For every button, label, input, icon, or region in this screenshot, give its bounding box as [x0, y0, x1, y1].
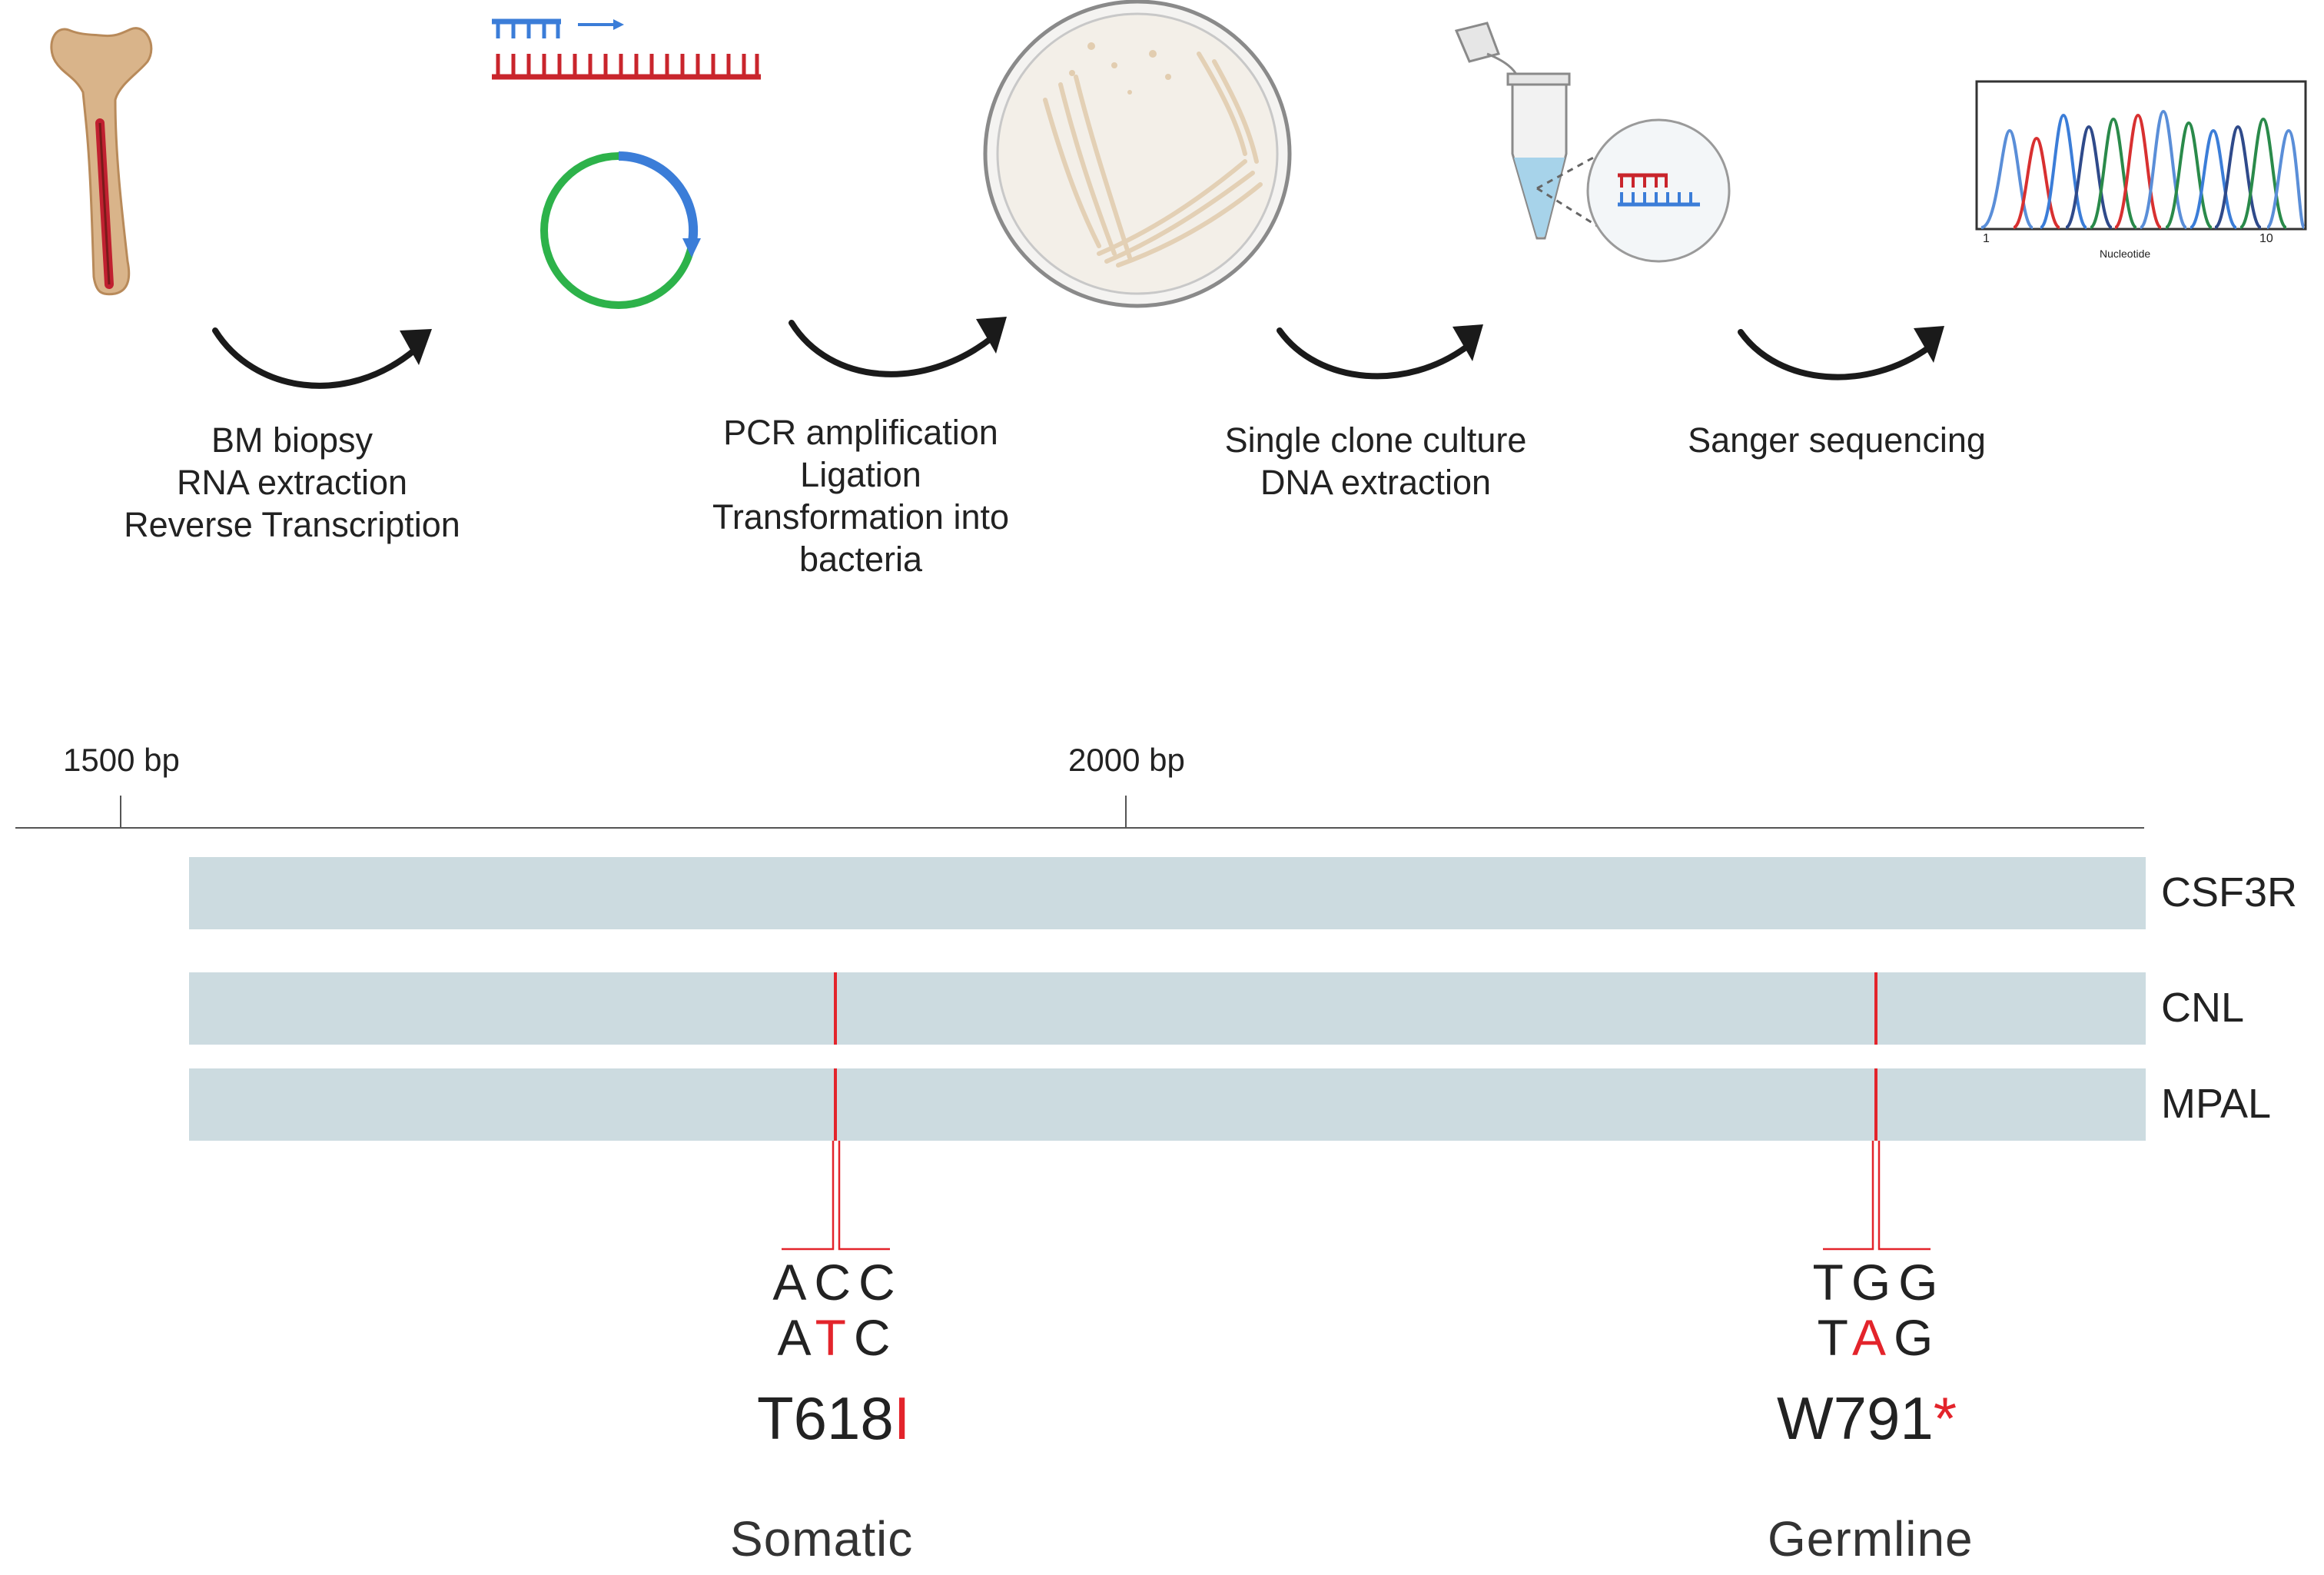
microcentrifuge-tube-icon — [1454, 22, 1731, 263]
callout-bracket — [1823, 1141, 1931, 1251]
variant-codon: TAG — [1817, 1309, 1941, 1366]
arrow-icon — [788, 320, 994, 377]
track-label-cnl: CNL — [2161, 985, 2245, 1031]
protein-change: W791* — [1777, 1384, 1957, 1452]
reference-codon: ACC — [772, 1254, 903, 1311]
step-label-1: BM biopsy RNA extraction Reverse Transcr… — [124, 420, 460, 544]
step-label-3: Single clone culture DNA extraction — [1224, 420, 1527, 502]
femur-bone-icon — [50, 27, 153, 296]
scale-tick-label: 1500 bp — [63, 742, 180, 778]
arrowhead-icon — [1452, 324, 1483, 361]
variant-codon: ATC — [777, 1309, 898, 1366]
protein-change: T618I — [757, 1384, 911, 1452]
chromatogram-x-start: 1 — [1983, 232, 1990, 245]
scale-tick-label: 2000 bp — [1068, 742, 1185, 778]
callout-bracket — [782, 1141, 890, 1251]
track-label-mpal: MPAL — [2161, 1081, 2272, 1127]
plasmid-icon — [540, 151, 701, 309]
petri-dish-icon — [983, 0, 1292, 308]
track-mpal — [189, 1068, 2146, 1141]
step-label-4: Sanger sequencing — [1688, 420, 1986, 460]
track-cnl — [189, 972, 2146, 1045]
track-csf3r — [189, 857, 2146, 929]
chromatogram-xlabel: Nucleotide — [2100, 248, 2151, 260]
arrowhead-icon — [400, 329, 432, 365]
arrows — [212, 320, 1932, 389]
arrow-icon — [1277, 327, 1471, 380]
step-label-2: PCR amplification Ligation Transformatio… — [712, 413, 1009, 579]
workflow-icons — [50, 0, 2307, 389]
pcr-primer-template-icon — [492, 18, 761, 80]
arrow-icon — [1738, 329, 1932, 380]
chromatogram-x-end: 10 — [2259, 232, 2273, 245]
arrow-icon — [212, 327, 418, 389]
reference-codon: TGG — [1812, 1254, 1946, 1311]
arrowhead-icon — [976, 317, 1007, 354]
chromatogram-icon — [1975, 80, 2307, 231]
arrowhead-icon — [1914, 326, 1944, 363]
variant-origin: Germline — [1768, 1511, 1974, 1567]
variant-origin: Somatic — [730, 1511, 914, 1567]
track-label-csf3r: CSF3R — [2161, 869, 2298, 915]
